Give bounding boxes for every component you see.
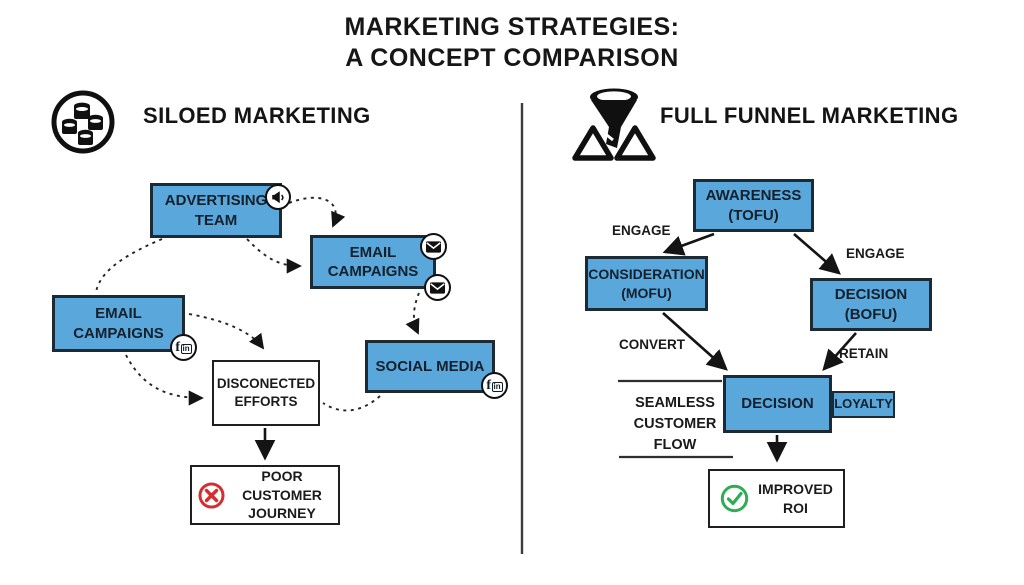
- edge-label-retain: RETAIN: [839, 346, 889, 361]
- edge-label-convert: CONVERT: [619, 337, 686, 352]
- node-email-campaigns-side: EMAIL CAMPAIGNS: [52, 295, 185, 352]
- flow-note: SEAMLESS CUSTOMER FLOW: [633, 395, 717, 454]
- node-email-campaigns-top: EMAIL CAMPAIGNS: [310, 235, 436, 289]
- node-improved-roi: IMPROVED ROI: [708, 469, 845, 528]
- node-decision-label: DECISION: [741, 395, 814, 413]
- node-disconnected-efforts: DISCONECTED EFFORTS: [212, 360, 320, 426]
- edge-label-engage-right: ENGAGE: [846, 246, 905, 261]
- title-line-2: A CONCEPT COMPARISON: [345, 44, 679, 73]
- envelope-icon: [424, 274, 451, 301]
- dashed-connectors: [95, 196, 420, 412]
- node-advertising-team-label: ADVERTISING TEAM: [164, 192, 268, 229]
- node-decision: DECISION: [723, 375, 832, 433]
- node-consideration-mofu: CONSIDERATION (MOFU): [585, 256, 708, 311]
- node-decision-bofu: DECISION (BOFU): [810, 278, 932, 331]
- node-email-campaigns-top-label: EMAIL CAMPAIGNS: [327, 243, 419, 281]
- node-loyalty-label: LOYALTY: [834, 396, 893, 412]
- page-title: MARKETING STRATEGIES: A CONCEPT COMPARIS…: [0, 12, 1024, 75]
- left-section-heading: SILOED MARKETING: [143, 103, 371, 128]
- node-awareness-tofu: AWARENESS (TOFU): [693, 179, 814, 232]
- facebook-f-glyph: f: [175, 339, 181, 355]
- node-poor-customer-journey: POOR CUSTOMER JOURNEY: [190, 465, 340, 525]
- node-social-media-label: SOCIAL MEDIA: [375, 357, 485, 375]
- funnel-icon: [567, 86, 657, 162]
- right-section-heading: FULL FUNNEL MARKETING: [660, 103, 959, 128]
- envelope-icon: [420, 233, 447, 260]
- solid-arrows: [254, 232, 857, 463]
- node-social-media: SOCIAL MEDIA: [365, 340, 495, 393]
- linkedin-in-glyph: in: [180, 343, 192, 354]
- node-decision-bofu-label: DECISION (BOFU): [834, 286, 908, 323]
- megaphone-icon: [265, 184, 291, 210]
- node-awareness-tofu-label: AWARENESS (TOFU): [705, 187, 802, 224]
- node-improved-roi-label: IMPROVED ROI: [758, 480, 833, 516]
- error-x-icon: [198, 482, 225, 509]
- node-loyalty: LOYALTY: [832, 391, 895, 418]
- node-disconnected-efforts-label: DISCONECTED EFFORTS: [216, 375, 316, 409]
- silos-icon: [50, 89, 116, 155]
- node-advertising-team: ADVERTISING TEAM: [150, 183, 282, 238]
- check-icon: [720, 484, 749, 513]
- node-email-campaigns-side-label: EMAIL CAMPAIGNS: [73, 305, 164, 342]
- title-line-1: MARKETING STRATEGIES:: [344, 13, 680, 41]
- node-consideration-mofu-label: CONSIDERATION (MOFU): [588, 266, 705, 301]
- linkedin-in-glyph: in: [491, 381, 503, 392]
- facebook-f-glyph: f: [486, 377, 492, 393]
- edge-label-engage-left: ENGAGE: [612, 223, 671, 238]
- node-poor-customer-journey-label: POOR CUSTOMER JOURNEY: [242, 467, 322, 522]
- flow-note-rules: [618, 379, 733, 459]
